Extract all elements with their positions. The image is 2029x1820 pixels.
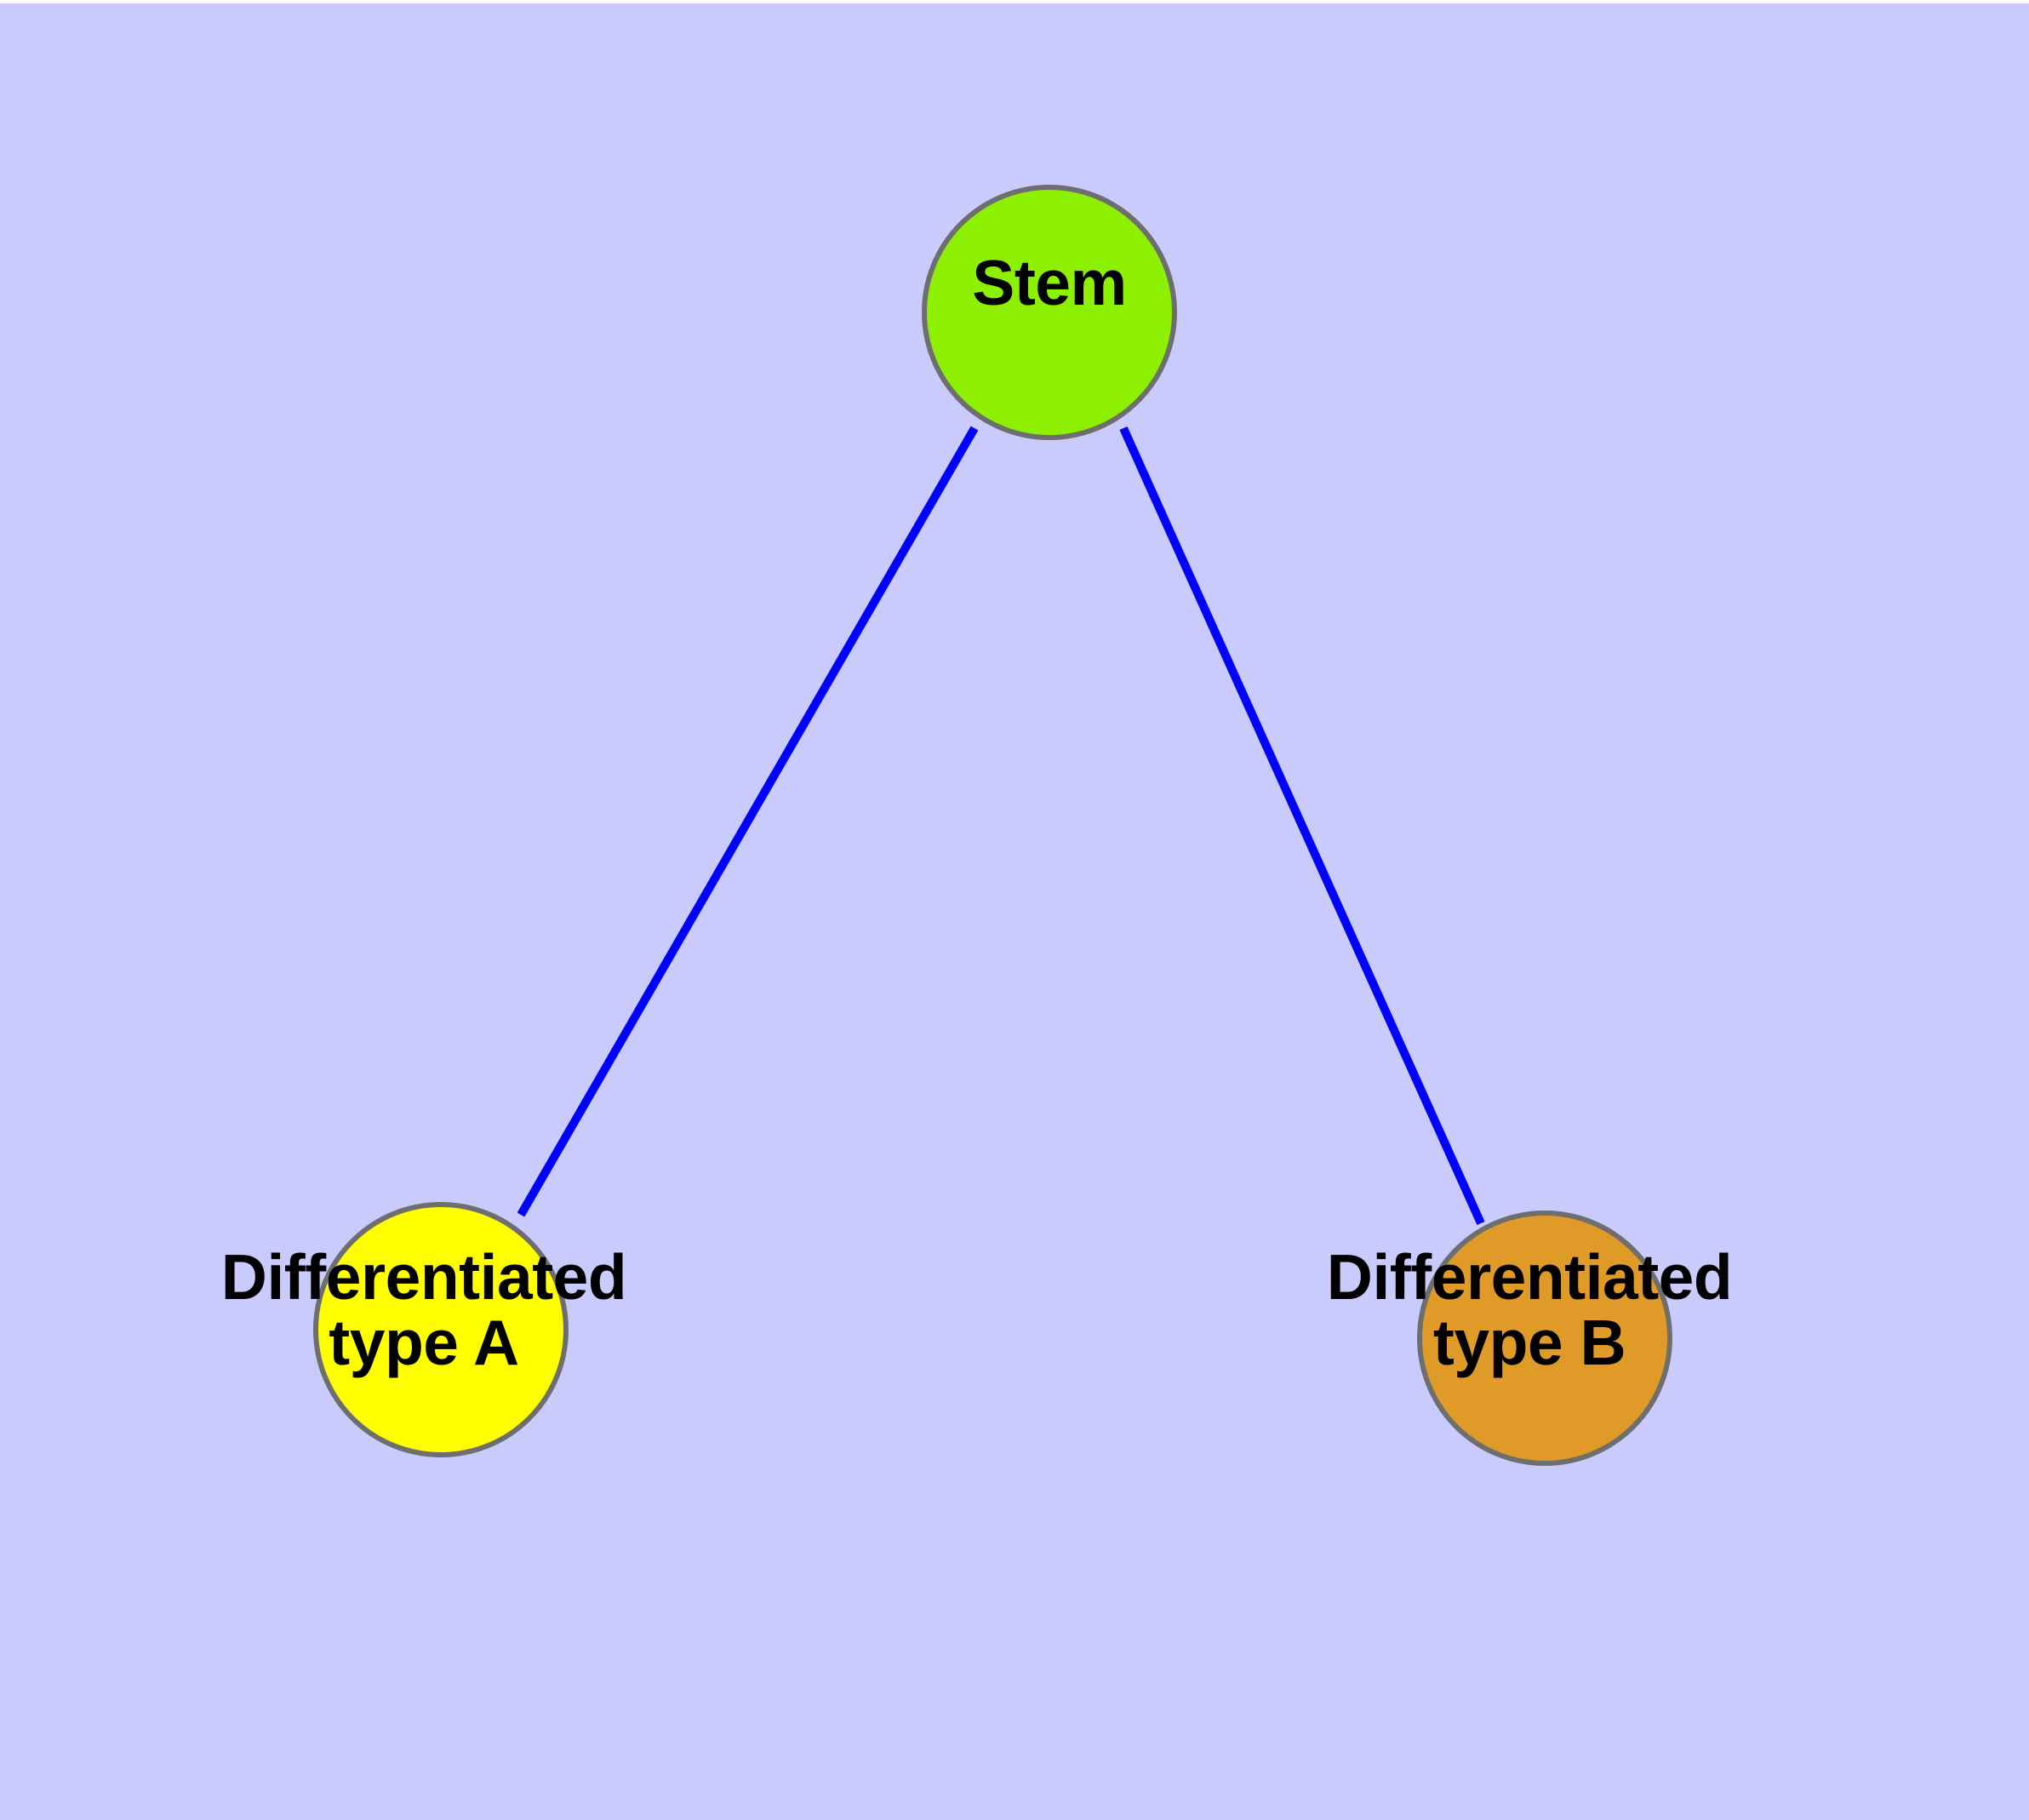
node-differentiated-type-b[interactable] [1417,1210,1672,1466]
node-differentiated-type-a[interactable] [313,1202,569,1457]
node-stem[interactable] [922,185,1177,440]
edge-stem-to-differentiated-type-b [1119,426,1485,1226]
edge-stem-to-differentiated-type-a [517,426,979,1217]
